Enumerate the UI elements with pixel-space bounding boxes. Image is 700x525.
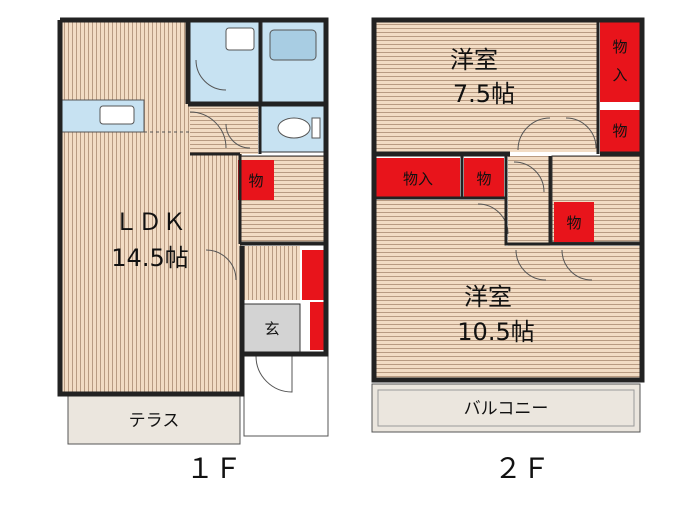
- room-b-ext: [506, 246, 640, 378]
- storage-2f-mid: [464, 158, 504, 198]
- storage-2f-stair: [554, 202, 594, 242]
- hall-1f: [190, 104, 258, 154]
- floor-1-plan: 物 玄 テラス ＬＤＫ 14.5帖: [57, 17, 329, 445]
- closet-2f-top-label-2: 入: [612, 66, 627, 84]
- storage-2f-stair-label: 物: [566, 214, 581, 232]
- bathtub: [269, 29, 317, 61]
- kitchen-sink: [99, 105, 135, 125]
- floor-2-plan: 物 入 物 洋室 7.5帖 物入 物 物 洋室 10.5帖 バルコニー: [371, 17, 645, 433]
- ldk-size: 14.5帖: [111, 244, 188, 272]
- room-a-name: 洋室: [450, 46, 498, 74]
- ldk-name: ＬＤＫ: [114, 208, 186, 236]
- terrace-label: テラス: [129, 411, 180, 431]
- closet-2f-top-label-1: 物: [612, 38, 627, 56]
- storage-2f-right-label: 物: [612, 122, 627, 140]
- room-b-size: 10.5帖: [457, 318, 534, 346]
- balcony: [371, 383, 641, 433]
- room-a: [376, 22, 598, 152]
- terrace: [67, 395, 241, 445]
- hall-2f: [508, 156, 550, 246]
- floor-1-label: １Ｆ: [186, 452, 242, 485]
- shoe-closet-1: [302, 250, 324, 300]
- floor-2-label: ２Ｆ: [494, 452, 550, 485]
- storage-2f-mid-label: 物: [476, 170, 491, 188]
- entrance-label: 玄: [264, 320, 279, 338]
- toilet: [277, 117, 311, 139]
- storage-2f-right: [600, 110, 640, 152]
- closet-2f-top: [600, 22, 640, 102]
- balcony-label: バルコニー: [464, 399, 549, 419]
- room-b: [376, 200, 506, 378]
- room-b-name: 洋室: [464, 283, 512, 311]
- porch: [243, 355, 329, 437]
- closet-2f-mid: [376, 158, 460, 198]
- washbasin: [225, 27, 255, 51]
- room-a-size: 7.5帖: [453, 80, 515, 108]
- storage-1f-label: 物: [248, 172, 263, 190]
- entrance-hall: [242, 246, 300, 300]
- storage-1f-top: [238, 160, 274, 200]
- closet-2f-mid-label: 物入: [403, 170, 433, 188]
- entrance-floor: [243, 303, 301, 353]
